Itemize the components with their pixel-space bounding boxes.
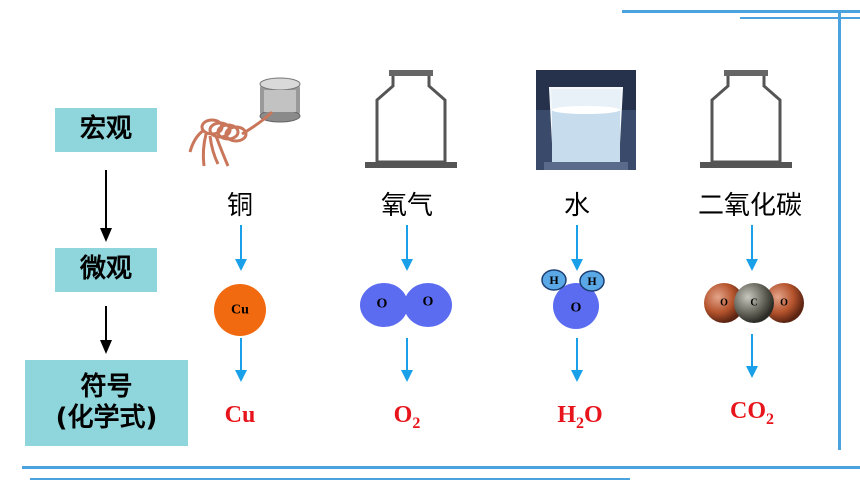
symbol-label-line2: (化学式) [55,403,158,433]
substance-name-oxygen: 氧气 [380,191,433,221]
oxygen-atom-right-label: O [423,295,434,310]
frame-right-line [838,10,841,450]
carbon-atom-label: C [750,298,757,309]
oxygen-atom-right [404,283,452,327]
micro-to-symbol-arrow [100,306,112,354]
frame-top-line-inner [740,17,860,19]
hydrogen-atom-right-label: H [587,274,597,288]
micro-label: 微观 [55,248,157,292]
water-beaker-image [536,70,636,170]
oxygen-atom [553,283,599,329]
arrow-water-molecule-to-formula [571,338,583,382]
substance-name-copper: 铜 [226,191,253,221]
arrow-carbon-dioxide-to-molecule [746,225,758,271]
oxygen-molecule-model: O O [360,283,452,327]
symbol-label-line1: 符号 [80,371,133,402]
arrow-copper-atom-to-formula [235,338,247,382]
frame-bottom-line-inner [30,478,630,480]
frame-top-line [622,10,860,13]
copper-atom-label: Cu [231,303,249,318]
hydrogen-atom-left [541,269,567,291]
oxygen-atom-left-label: O [720,298,728,309]
oxygen-atom-left [360,283,408,327]
formula-water: H2O [557,402,603,432]
symbol-label: 符号 (化学式) [25,360,188,446]
arrow-carbon-dioxide-molecule-to-formula [746,334,758,378]
oxygen-atom-left-label: O [377,297,388,312]
macro-to-micro-arrow [100,170,112,242]
oxygen-gas-jar-image [365,70,457,168]
formula-copper: Cu [224,402,256,428]
water-molecule-model: H H O [541,269,605,329]
oxygen-atom-right-label: O [780,298,788,309]
arrow-oxygen-to-molecule [401,225,413,271]
frame-bottom-line [22,466,860,469]
substance-name-water: 水 [563,191,590,221]
arrow-oxygen-molecule-to-formula [401,338,413,382]
hydrogen-atom-left-label: H [549,273,559,287]
oxygen-atom-label: O [571,301,582,316]
carbon-atom [734,283,774,323]
hydrogen-atom-right [579,270,605,292]
carbon-dioxide-gas-jar-image [700,70,792,168]
oxygen-atom-right [764,283,804,323]
formula-carbon-dioxide: CO2 [730,398,774,428]
copper-atom-model: Cu [214,284,266,336]
substance-name-carbon-dioxide: 二氧化碳 [697,191,802,221]
oxygen-atom-left [704,283,744,323]
arrow-copper-to-atom [235,225,247,271]
macro-label: 宏观 [55,108,157,152]
formula-oxygen: O2 [393,402,421,432]
arrow-water-to-molecule [571,225,583,271]
carbon-dioxide-molecule-model: O C O [704,283,804,323]
copper-atom [214,284,266,336]
copper-wire-image [182,72,312,172]
